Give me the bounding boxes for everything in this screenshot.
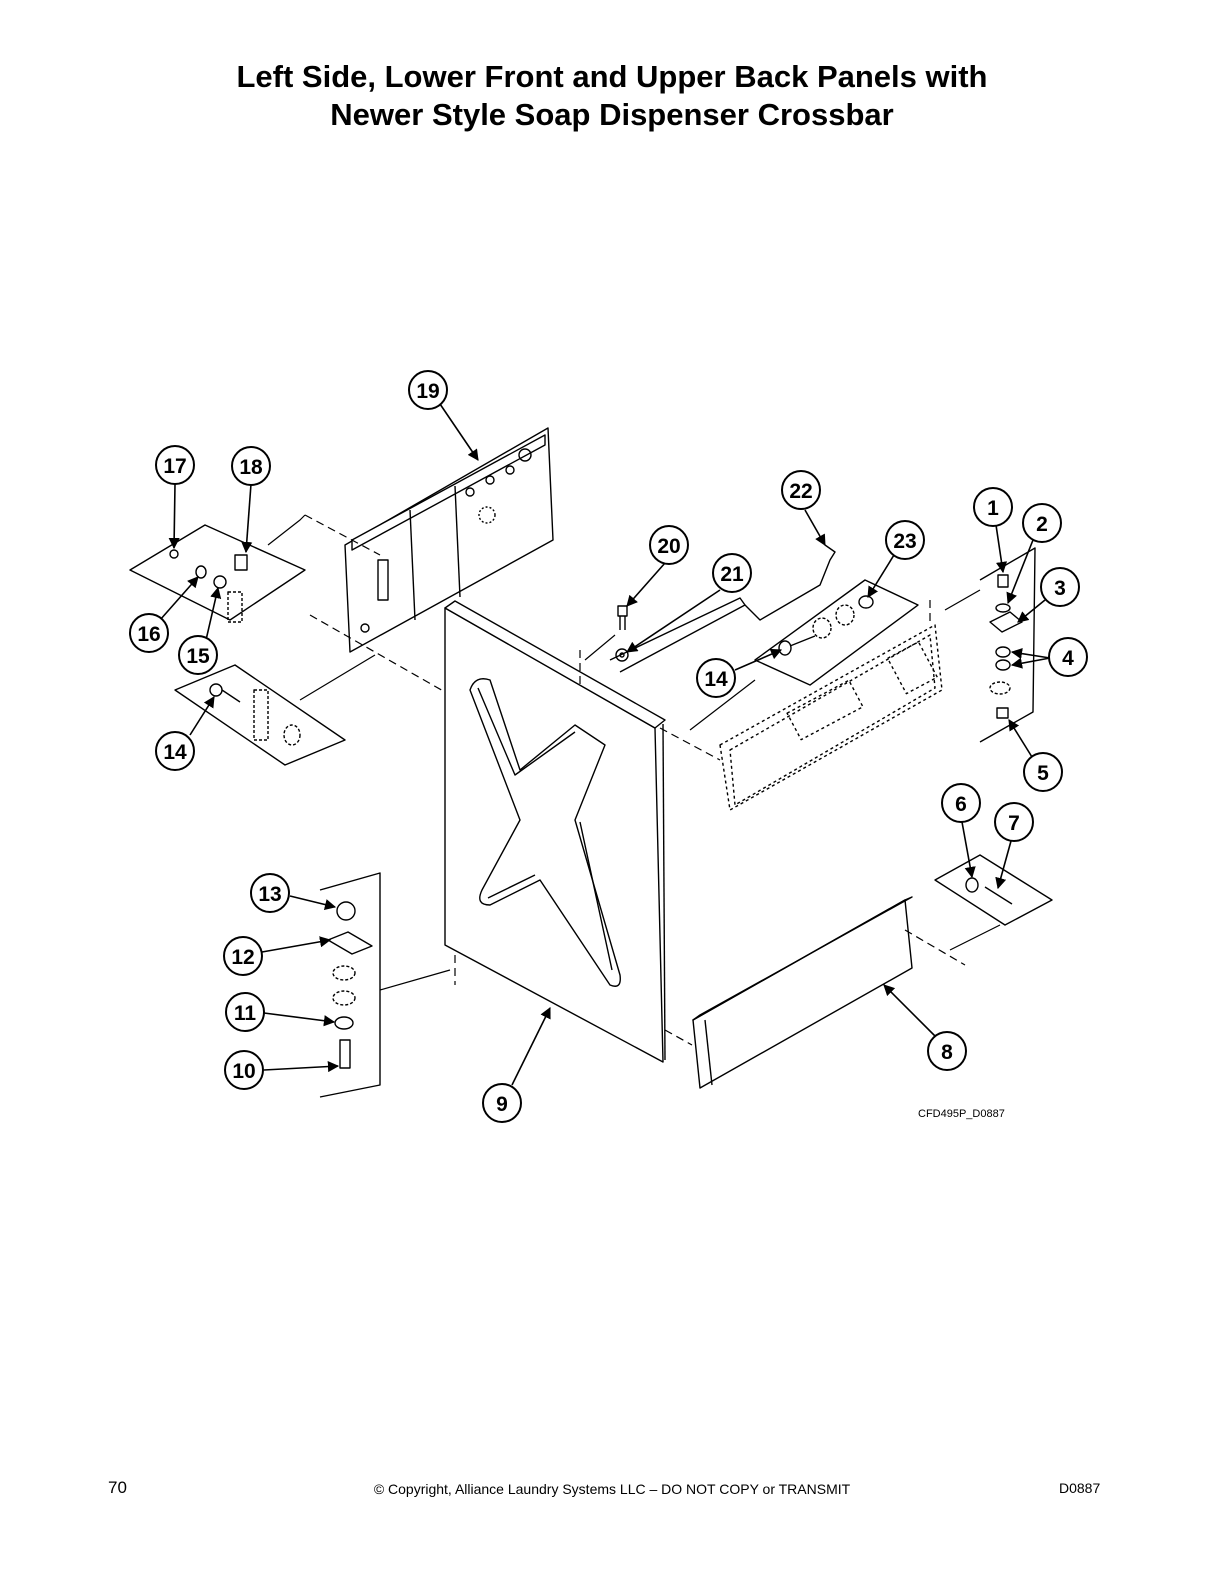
leader-lines (267, 514, 1001, 991)
copyright-notice: © Copyright, Alliance Laundry Systems LL… (373, 1481, 851, 1497)
callout-18: 18 (231, 446, 271, 486)
callout-14-right-label: 14 (704, 668, 728, 691)
callout-23: 23 (885, 520, 925, 560)
callout-1: 1 (973, 487, 1013, 527)
hardware-group-right (979, 547, 1036, 743)
title-line-2: Newer Style Soap Dispenser Crossbar (330, 97, 894, 132)
callout-10-label: 10 (232, 1060, 255, 1083)
callout-7: 7 (994, 802, 1034, 842)
callout-6-label: 6 (955, 793, 967, 816)
callout-13-label: 13 (258, 883, 281, 906)
callout-4-label: 4 (1062, 647, 1074, 670)
callout-arrows (159, 403, 1051, 1086)
document-code: D0887 (1059, 1480, 1101, 1496)
callout-13: 13 (250, 873, 290, 913)
callout-18-label: 18 (239, 456, 263, 479)
upper-back-panel (344, 427, 554, 653)
screw-20 (617, 605, 628, 630)
callout-22-label: 22 (789, 480, 812, 503)
callout-15: 15 (178, 635, 218, 675)
page-title: Left Side, Lower Front and Upper Back Pa… (0, 58, 1224, 134)
callout-5-label: 5 (1037, 762, 1049, 785)
callout-20: 20 (649, 525, 689, 565)
callout-10: 10 (224, 1050, 264, 1090)
callout-21-label: 21 (720, 563, 744, 586)
callout-17-label: 17 (163, 455, 186, 478)
assembly-lines (304, 514, 966, 1046)
callout-14-right: 14 (696, 658, 736, 698)
callout-5: 5 (1023, 752, 1063, 792)
hardware-group-left-top (129, 524, 306, 623)
callout-14-left-label: 14 (163, 741, 187, 764)
callout-19-label: 19 (416, 380, 439, 403)
callout-12: 12 (223, 936, 263, 976)
callout-12-label: 12 (231, 946, 254, 969)
callout-8-label: 8 (941, 1041, 953, 1064)
lower-front-panel (692, 896, 913, 1089)
crossbar (609, 544, 836, 673)
callout-6: 6 (941, 783, 981, 823)
callout-9-label: 9 (496, 1093, 508, 1116)
callout-20-label: 20 (657, 535, 680, 558)
callout-7-label: 7 (1008, 812, 1020, 835)
hardware-group-6-7 (934, 854, 1053, 926)
callout-22: 22 (781, 470, 821, 510)
callout-15-label: 15 (186, 645, 210, 668)
callout-2: 2 (1022, 503, 1062, 543)
callout-3-label: 3 (1054, 577, 1066, 600)
left-side-panel (444, 600, 666, 1063)
drawing-id: CFD495P_D0887 (918, 1108, 1005, 1120)
hardware-group-left-mid (174, 664, 346, 766)
callout-9: 9 (482, 1083, 522, 1123)
callout-1-label: 1 (987, 497, 999, 520)
hardware-group-left-bottom (319, 872, 381, 1098)
page-number: 70 (108, 1478, 127, 1497)
callout-11-label: 11 (234, 1002, 257, 1025)
callout-11: 11 (225, 992, 265, 1032)
callout-19: 19 (408, 370, 448, 410)
callout-3: 3 (1040, 567, 1080, 607)
callout-16: 16 (129, 613, 169, 653)
callout-8: 8 (927, 1031, 967, 1071)
callout-2-label: 2 (1036, 513, 1048, 536)
callout-17: 17 (155, 445, 195, 485)
callout-14-left: 14 (155, 731, 195, 771)
front-control-panel (719, 624, 943, 811)
callout-21: 21 (712, 553, 752, 593)
callout-23-label: 23 (893, 530, 916, 553)
hardware-group-23 (754, 579, 919, 686)
title-line-1: Left Side, Lower Front and Upper Back Pa… (236, 59, 988, 94)
callout-16-label: 16 (137, 623, 160, 646)
callout-4: 4 (1048, 637, 1088, 677)
callout-bubbles: 19 17 18 16 15 14 20 21 22 23 14 1 2 3 4… (129, 370, 1088, 1123)
